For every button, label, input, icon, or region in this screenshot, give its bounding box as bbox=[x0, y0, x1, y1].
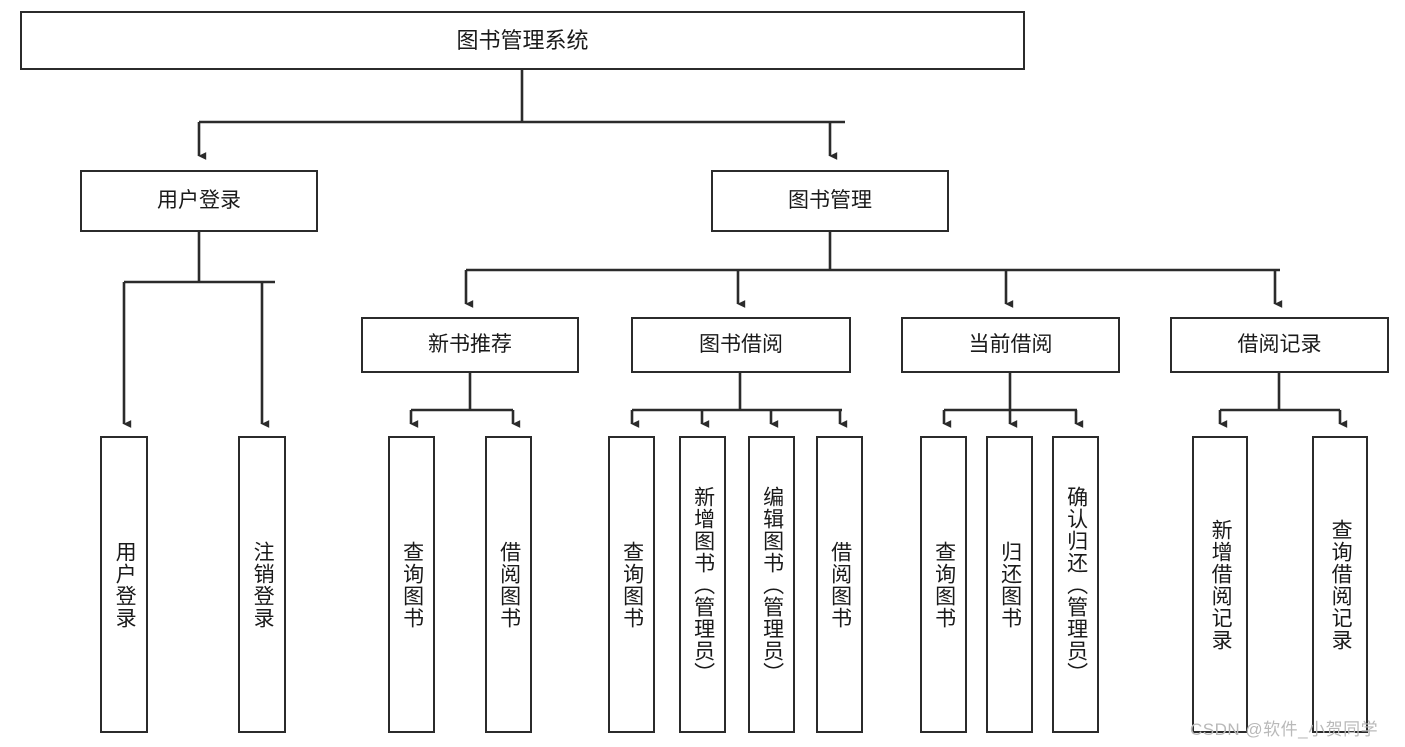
leaf-confirm-return-admin-label: 确认归还（管理员） bbox=[1064, 485, 1088, 684]
node-book-borrow-label: 图书借阅 bbox=[699, 332, 783, 356]
leaf-query-book-borrow-label: 查询图书 bbox=[620, 540, 644, 629]
leaf-query-book-borrow[interactable]: 查询图书 bbox=[608, 436, 655, 733]
node-borrow-record-label: 借阅记录 bbox=[1237, 332, 1322, 356]
leaf-add-borrow-record[interactable]: 新增借阅记录 bbox=[1192, 436, 1248, 733]
node-book-management[interactable]: 图书管理 bbox=[711, 170, 949, 232]
leaf-add-book-admin[interactable]: 新增图书（管理员） bbox=[679, 436, 726, 733]
leaf-borrow-book[interactable]: 借阅图书 bbox=[816, 436, 863, 733]
leaf-query-book-newbook[interactable]: 查询图书 bbox=[388, 436, 435, 733]
leaf-edit-book-admin[interactable]: 编辑图书（管理员） bbox=[748, 436, 795, 733]
leaf-user-login[interactable]: 用户登录 bbox=[100, 436, 148, 733]
leaf-query-book-current[interactable]: 查询图书 bbox=[920, 436, 967, 733]
csdn-watermark: CSDN @软件_小贺同学 bbox=[1190, 720, 1379, 739]
node-current-borrow[interactable]: 当前借阅 bbox=[901, 317, 1120, 373]
node-borrow-record[interactable]: 借阅记录 bbox=[1170, 317, 1389, 373]
leaf-logout-label: 注销登录 bbox=[251, 540, 275, 629]
leaf-confirm-return-admin[interactable]: 确认归还（管理员） bbox=[1052, 436, 1099, 733]
node-current-borrow-label: 当前借阅 bbox=[968, 332, 1053, 356]
leaf-borrow-book-newbook[interactable]: 借阅图书 bbox=[485, 436, 532, 733]
leaf-query-book-current-label: 查询图书 bbox=[932, 540, 956, 629]
leaf-add-borrow-record-label: 新增借阅记录 bbox=[1209, 518, 1233, 651]
leaf-query-borrow-record[interactable]: 查询借阅记录 bbox=[1312, 436, 1368, 733]
node-user-login-label: 用户登录 bbox=[157, 188, 241, 212]
leaf-borrow-book-newbook-label: 借阅图书 bbox=[497, 540, 521, 629]
leaf-return-book-label: 归还图书 bbox=[998, 540, 1022, 629]
node-root-label: 图书管理系统 bbox=[456, 27, 589, 53]
node-new-book-recommend-label: 新书推荐 bbox=[428, 332, 512, 356]
leaf-edit-book-admin-label: 编辑图书（管理员） bbox=[760, 485, 784, 684]
node-user-login[interactable]: 用户登录 bbox=[80, 170, 318, 232]
leaf-add-book-admin-label: 新增图书（管理员） bbox=[691, 485, 715, 684]
leaf-query-borrow-record-label: 查询借阅记录 bbox=[1329, 518, 1353, 651]
node-root[interactable]: 图书管理系统 bbox=[20, 11, 1025, 70]
node-new-book-recommend[interactable]: 新书推荐 bbox=[361, 317, 579, 373]
leaf-user-login-label: 用户登录 bbox=[113, 540, 137, 629]
node-book-borrow[interactable]: 图书借阅 bbox=[631, 317, 851, 373]
leaf-logout[interactable]: 注销登录 bbox=[238, 436, 286, 733]
leaf-query-book-newbook-label: 查询图书 bbox=[400, 540, 424, 629]
node-book-management-label: 图书管理 bbox=[788, 188, 872, 212]
leaf-return-book[interactable]: 归还图书 bbox=[986, 436, 1033, 733]
leaf-borrow-book-label: 借阅图书 bbox=[828, 540, 852, 629]
